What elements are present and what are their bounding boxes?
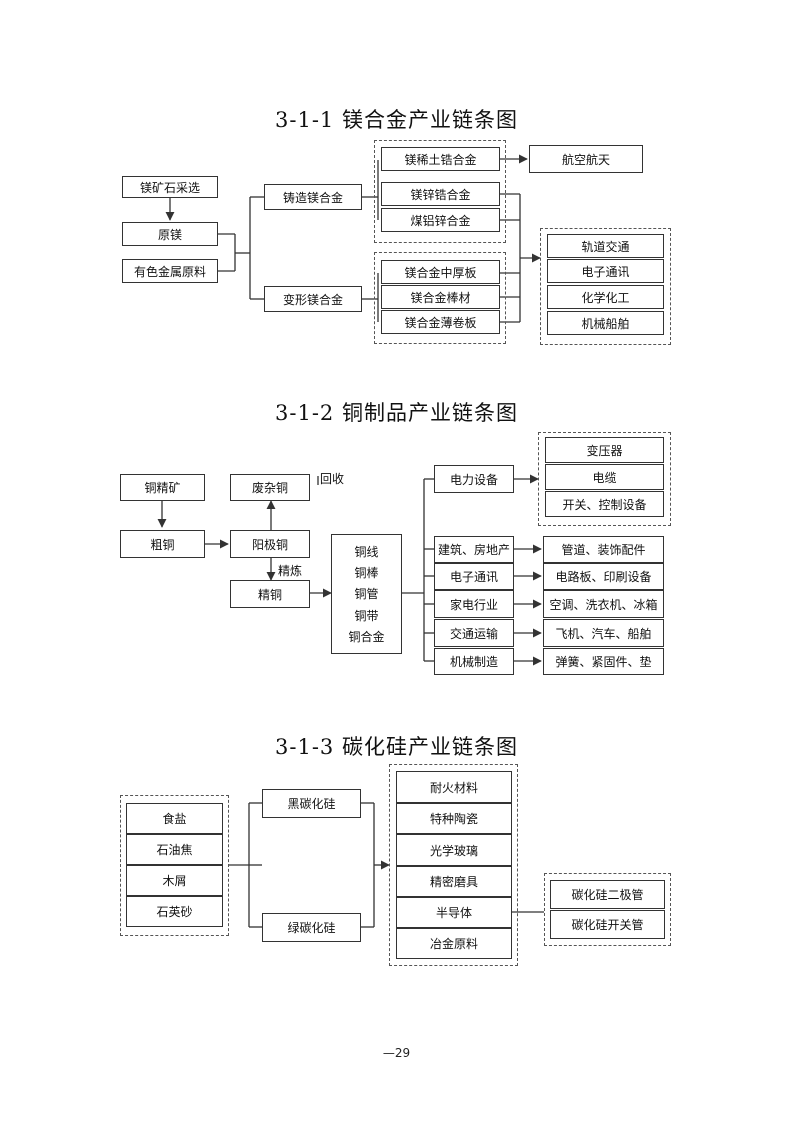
machinery-ship-box: 机械船舶 [547, 311, 664, 335]
quartz-sand-box: 石英砂 [126, 896, 223, 927]
petroleum-coke-box: 石油焦 [126, 834, 223, 865]
green-sic-box: 绿碳化硅 [262, 913, 361, 942]
special-ceramics-box: 特种陶瓷 [396, 803, 512, 834]
semiconductor-box: 半导体 [396, 897, 512, 928]
power-items-group [538, 432, 671, 526]
vehicles-box: 飞机、汽车、船舶 [543, 619, 664, 647]
black-sic-box: 黑碳化硅 [262, 789, 361, 818]
precision-abrasives-box: 精密磨具 [396, 866, 512, 897]
chemical-industry-box: 化学化工 [547, 285, 664, 309]
mg-re-zr-alloy-box: 镁稀土锆合金 [381, 147, 500, 171]
wrought-products-group [374, 252, 506, 344]
diagram3-title: 3-1-3 碳化硅产业链条图 [275, 735, 518, 759]
refined-copper-box: 精铜 [230, 580, 310, 608]
refractory-box: 耐火材料 [396, 771, 512, 803]
semiconductor-products-group [544, 873, 671, 946]
power-equipment-box: 电力设备 [434, 465, 514, 493]
blister-copper-box: 粗铜 [120, 530, 205, 558]
mg-applications-group [540, 228, 671, 345]
mg-thick-plate-box: 镁合金中厚板 [381, 260, 500, 284]
rail-transit-box: 轨道交通 [547, 234, 664, 258]
recycle-label: 回收 [320, 472, 345, 486]
mg-bar-box: 镁合金棒材 [381, 285, 500, 309]
copper-strip-label: 铜带 [354, 608, 379, 623]
mg-coil-sheet-box: 镁合金薄卷板 [381, 310, 500, 334]
sic-inputs-group [120, 795, 229, 936]
aerospace-box: 航空航天 [529, 145, 643, 173]
refining-label: 精炼 [278, 564, 303, 578]
home-appliance-box: 家电行业 [434, 590, 514, 618]
springs-fasteners-box: 弹簧、紧固件、垫 [543, 648, 664, 675]
mg-ore-box: 镁矿石采选 [122, 176, 218, 198]
copper-tube-label: 铜管 [354, 587, 379, 602]
electronic-comm-industry-box: 电子通讯 [434, 563, 514, 590]
scrap-copper-box: 废杂铜 [230, 474, 310, 501]
copper-wire-label: 铜线 [354, 545, 379, 560]
cast-mg-alloy-box: 铸造镁合金 [264, 184, 362, 210]
optical-glass-box: 光学玻璃 [396, 834, 512, 866]
mg-al-zn-alloy-box: 煤铝锌合金 [381, 208, 500, 232]
salt-box: 食盐 [126, 803, 223, 834]
anode-copper-box: 阳极铜 [230, 530, 310, 558]
machinery-mfg-box: 机械制造 [434, 648, 514, 675]
metallurgy-box: 冶金原料 [396, 928, 512, 959]
circuit-board-box: 电路板、印刷设备 [543, 563, 664, 590]
electronic-comm-box: 电子通讯 [547, 259, 664, 283]
appliances-box: 空调、洗衣机、冰箱 [543, 590, 664, 618]
copper-concentrate-box: 铜精矿 [120, 474, 205, 501]
cable-box: 电缆 [545, 464, 664, 490]
wrought-mg-alloy-box: 变形镁合金 [264, 286, 362, 312]
page-number: —29 [382, 1046, 411, 1060]
pipe-fittings-box: 管道、装饰配件 [543, 536, 664, 563]
transportation-box: 交通运输 [434, 619, 514, 647]
copper-products-box: 铜线 铜棒 铜管 铜带 铜合金 [331, 534, 402, 654]
sic-diode-box: 碳化硅二极管 [550, 880, 665, 909]
switchgear-box: 开关、控制设备 [545, 491, 664, 517]
sawdust-box: 木屑 [126, 865, 223, 896]
sic-switch-box: 碳化硅开关管 [550, 910, 665, 939]
transformer-box: 变压器 [545, 437, 664, 463]
copper-rod-label: 铜棒 [354, 566, 379, 581]
sic-applications-group [389, 764, 518, 966]
mg-zn-zr-alloy-box: 镁锌锆合金 [381, 182, 500, 206]
construction-box: 建筑、房地产 [434, 536, 514, 563]
diagram1-title: 3-1-1 镁合金产业链条图 [275, 108, 518, 132]
cast-products-group [374, 140, 506, 243]
nonferrous-box: 有色金属原料 [122, 259, 218, 283]
diagram2-title: 3-1-2 铜制品产业链条图 [275, 401, 518, 425]
copper-alloy-label: 铜合金 [348, 629, 385, 644]
raw-mg-box: 原镁 [122, 222, 218, 246]
